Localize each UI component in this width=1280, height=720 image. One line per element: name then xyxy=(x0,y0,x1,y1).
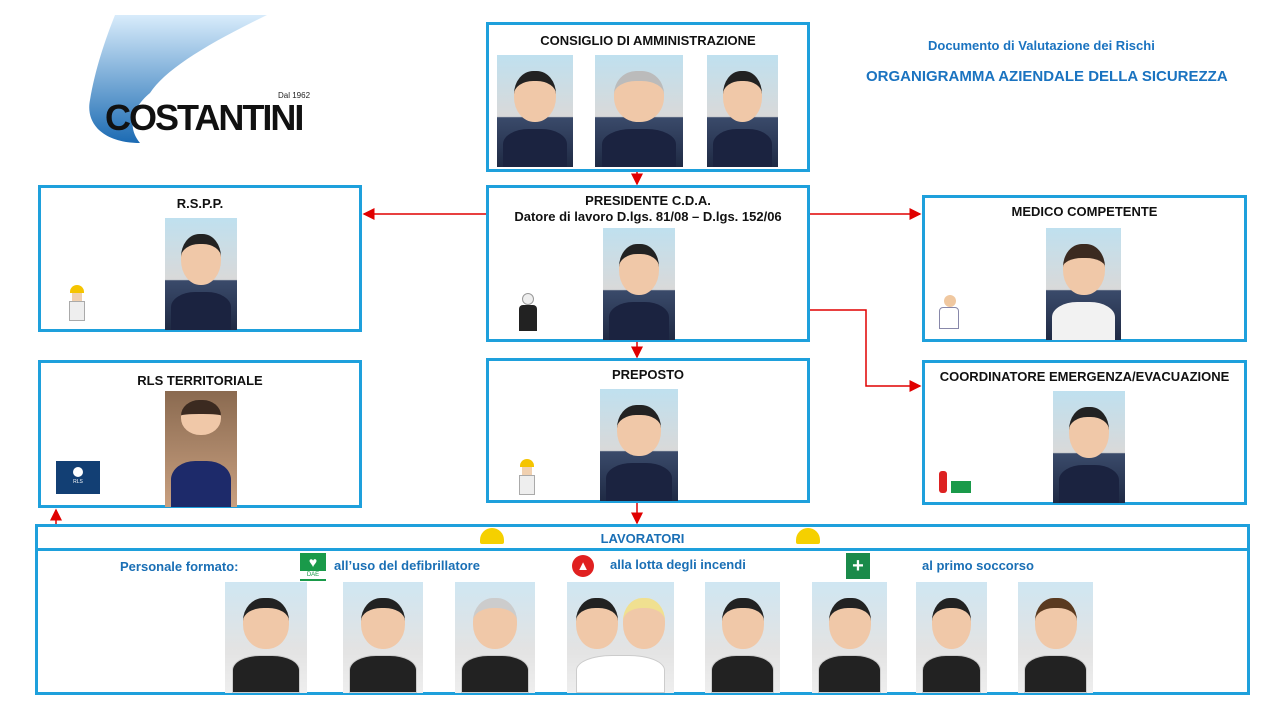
worker-photo xyxy=(812,582,887,693)
member-photo xyxy=(707,55,778,167)
training-label: al primo soccorso xyxy=(922,558,1034,573)
dae-label: DAE xyxy=(300,571,326,579)
businessman-icon xyxy=(517,293,539,333)
node-title: CONSIGLIO DI AMMINISTRAZIONE xyxy=(540,33,756,48)
node-title: PREPOSTO xyxy=(611,367,684,382)
node-title: R.S.P.P. xyxy=(176,196,224,211)
node-rspp: R.S.P.P. xyxy=(38,185,362,332)
worker-photo xyxy=(916,582,987,693)
lavoratori-title: LAVORATORI xyxy=(600,531,685,546)
person-photo xyxy=(165,218,237,330)
node-rls: RLS TERRITORIALE RLS xyxy=(38,360,362,508)
node-coordinatore: COORDINATORE EMERGENZA/EVACUAZIONE xyxy=(922,360,1247,505)
worker-helmet-icon xyxy=(67,285,87,325)
logo-since: Dal 1962 xyxy=(278,91,311,100)
node-medico: MEDICO COMPETENTE xyxy=(922,195,1247,342)
worker-photo xyxy=(343,582,423,693)
node-title: MEDICO COMPETENTE xyxy=(1011,204,1158,219)
company-logo: Dal 1962 COSTANTINI xyxy=(85,15,325,145)
worker-photo xyxy=(1018,582,1093,693)
node-title: RLS TERRITORIALE xyxy=(137,373,263,388)
member-photo xyxy=(595,55,683,167)
person-photo xyxy=(165,391,237,507)
rls-badge-icon: RLS xyxy=(56,461,100,494)
node-title: PRESIDENTE C.D.A. xyxy=(585,193,711,208)
training-label: all’uso del defibrillatore xyxy=(334,558,480,573)
worker-photo xyxy=(567,582,674,693)
doc-title: Documento di Valutazione dei Rischi xyxy=(928,38,1155,53)
node-presidente: PRESIDENTE C.D.A. Datore di lavoro D.lgs… xyxy=(486,185,810,342)
org-title: ORGANIGRAMMA AZIENDALE DELLA SICUREZZA xyxy=(866,68,1228,85)
hard-hat-icon xyxy=(480,528,504,544)
lavoratori-header: LAVORATORI xyxy=(35,524,1250,551)
logo-brand: COSTANTINI xyxy=(105,97,304,138)
defibrillator-icon: ♥DAE xyxy=(300,553,326,581)
person-photo xyxy=(600,389,678,501)
node-consiglio: CONSIGLIO DI AMMINISTRAZIONE xyxy=(486,22,810,172)
worker-photo xyxy=(225,582,307,693)
lavoratori-body: Personale formato: ♥DAE all’uso del defi… xyxy=(35,548,1250,695)
hard-hat-icon xyxy=(796,528,820,544)
worker-photo xyxy=(455,582,535,693)
member-photo xyxy=(497,55,573,167)
person-photo xyxy=(1053,391,1125,503)
worker-helmet-icon xyxy=(517,459,537,499)
fire-extinguisher-icon xyxy=(937,469,973,497)
fire-icon: ▲ xyxy=(572,555,594,577)
worker-photo xyxy=(705,582,780,693)
rls-badge-label: RLS xyxy=(73,479,83,485)
arrow-presidente-coordinatore xyxy=(810,309,922,392)
person-photo xyxy=(603,228,675,340)
doctor-icon xyxy=(939,295,961,335)
first-aid-icon: + xyxy=(846,553,870,579)
training-label: alla lotta degli incendi xyxy=(610,557,746,572)
node-subtitle: Datore di lavoro D.lgs. 81/08 – D.lgs. 1… xyxy=(514,209,782,224)
trained-label: Personale formato: xyxy=(120,559,239,574)
node-title: COORDINATORE EMERGENZA/EVACUAZIONE xyxy=(939,369,1230,384)
logo-swoosh xyxy=(89,15,267,143)
node-preposto: PREPOSTO xyxy=(486,358,810,503)
person-photo xyxy=(1046,228,1121,340)
